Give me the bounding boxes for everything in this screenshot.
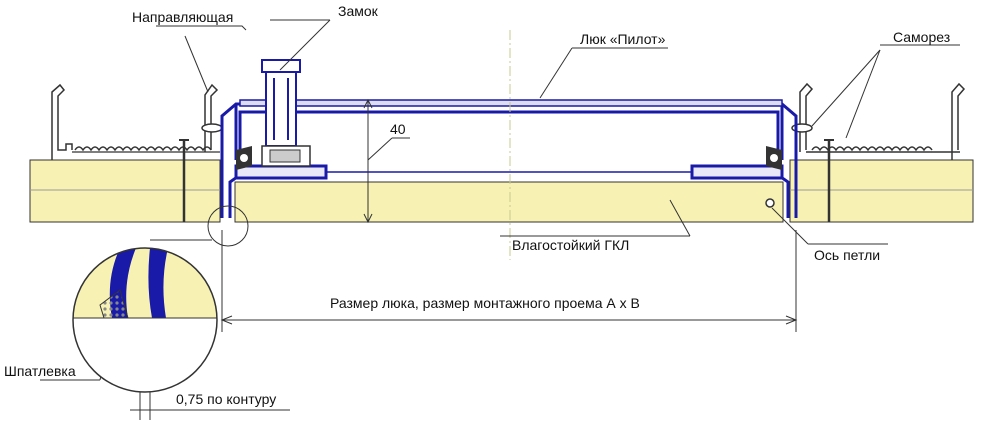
size-dimension [220,230,798,332]
detail-marker [207,205,249,247]
lock-label: Замок [338,3,379,19]
guide-profile-left [51,83,220,160]
guide-label: Направляющая [132,9,233,25]
hinge-label: Ось петли [814,247,880,263]
hatch-label: Люк «Пилот» [580,31,666,47]
gap-label: 0,75 по контуру [176,391,276,407]
drywall-right [789,159,974,223]
height-dimension [363,98,410,224]
guide-profile-right [799,82,966,160]
hinge-bracket-left [236,146,252,170]
height-label: 40 [390,121,406,137]
size-label: Размер люка, размер монтажного проема А … [330,295,640,311]
detail-magnified-view [72,247,218,393]
hatch-panel [239,99,783,107]
lock [261,59,311,167]
hatch-panel-board [234,181,784,223]
drywall-left [29,159,221,223]
putty-label: Шпатлевка [4,363,76,379]
hinge-bracket-right [765,146,782,208]
gkl-label: Влагостойкий ГКЛ [512,237,629,253]
screw-label: Саморез [893,29,950,45]
